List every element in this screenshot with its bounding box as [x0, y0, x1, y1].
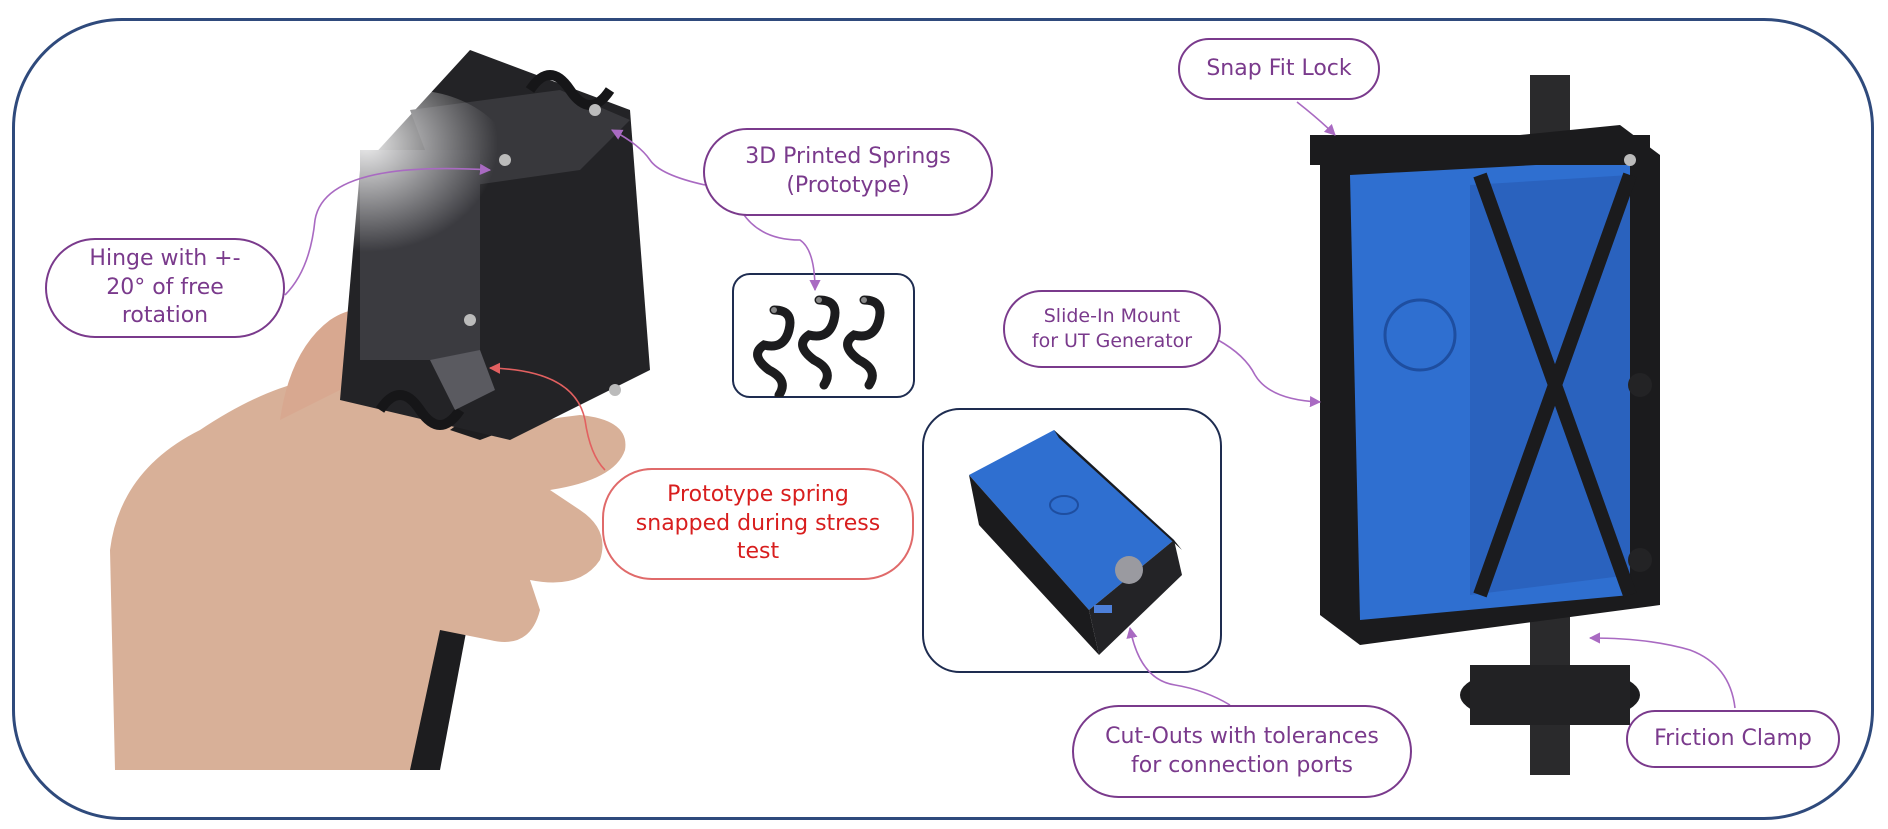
springs-leader-inset: [741, 211, 821, 292]
prototype-spring-label: Prototype spring snapped during stress t…: [635, 482, 881, 565]
prototype-spring-callout: Prototype spring snapped during stress t…: [602, 468, 914, 580]
friction-clamp-label: Friction Clamp: [1654, 725, 1812, 751]
hinge-leader: [284, 163, 492, 296]
slide-in-leader: [1217, 339, 1322, 408]
slide-in-mount-photo: [1310, 75, 1660, 775]
ut-generator-photo: [969, 430, 1182, 655]
hinge-callout: Hinge with +- 20° of free rotation: [45, 238, 285, 338]
snap-fit-callout: Snap Fit Lock: [1178, 38, 1380, 100]
cut-outs-leader: [1126, 626, 1231, 706]
hinge-label: Hinge with +- 20° of free rotation: [89, 246, 241, 329]
springs-callout: 3D Printed Springs (Prototype): [703, 128, 993, 216]
diagram-frame: [12, 18, 1874, 820]
prototype-spring-leader: [488, 362, 606, 471]
springs-label: 3D Printed Springs (Prototype): [745, 144, 951, 198]
cut-outs-label: Cut-Outs with tolerances for connection …: [1105, 723, 1379, 778]
springs-leader-photo: [611, 129, 706, 186]
snap-fit-leader: [1296, 101, 1336, 136]
slide-in-callout: Slide-In Mount for UT Generator: [1003, 290, 1221, 368]
springs-photo: [753, 295, 885, 400]
springs-inset: [732, 273, 915, 400]
friction-clamp-callout: Friction Clamp: [1626, 710, 1840, 768]
ut-generator-inset: [922, 408, 1222, 673]
slide-in-label: Slide-In Mount for UT Generator: [1031, 305, 1193, 352]
snap-fit-label: Snap Fit Lock: [1206, 55, 1352, 81]
friction-clamp-leader: [1588, 632, 1736, 709]
hinge-assembly-photo: [110, 50, 650, 770]
cut-outs-callout: Cut-Outs with tolerances for connection …: [1072, 705, 1412, 798]
